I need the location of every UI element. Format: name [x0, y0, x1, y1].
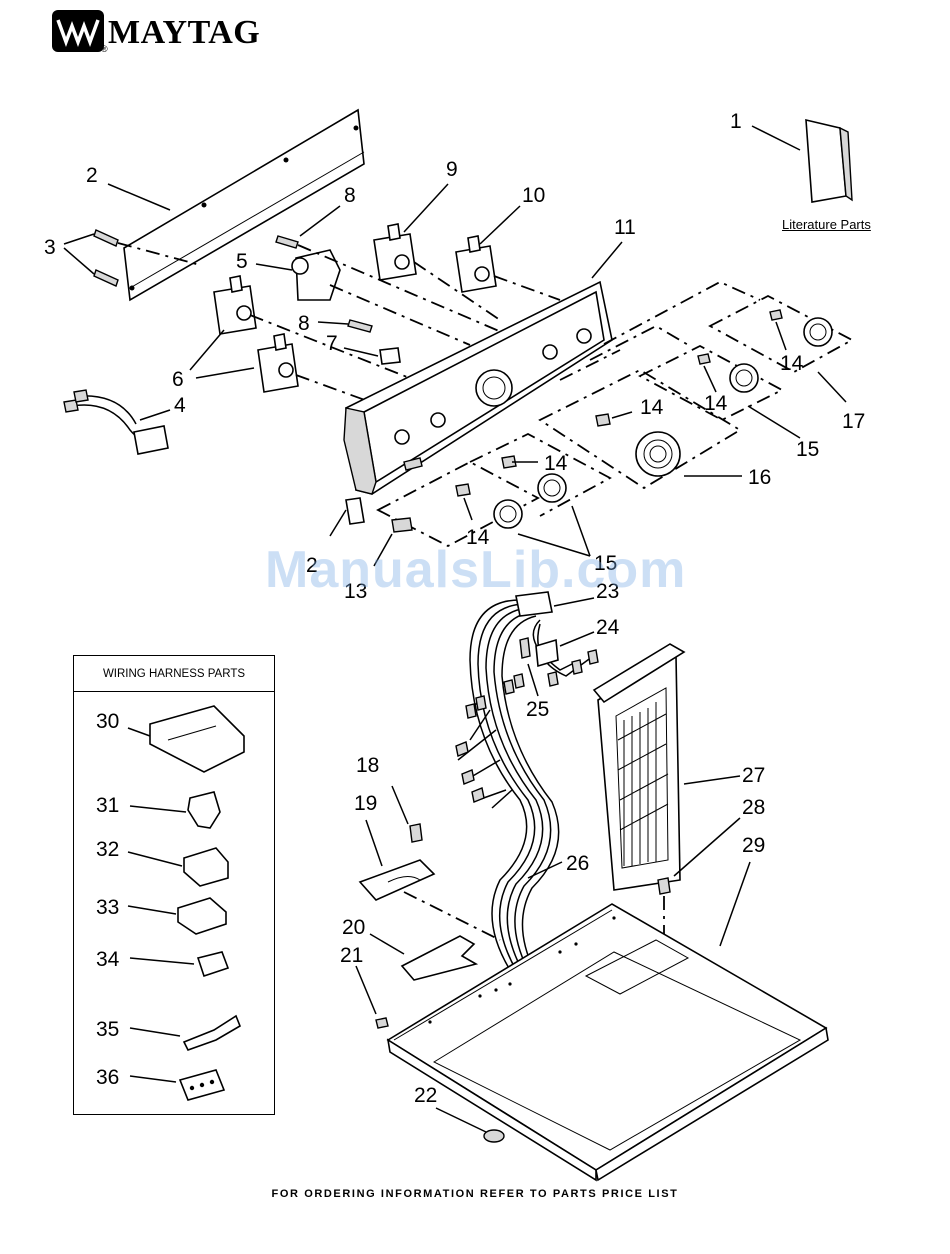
- callout-20: 20: [342, 916, 365, 939]
- part-32-connector: [128, 848, 228, 886]
- callout-8-bottom: 8: [298, 312, 310, 335]
- callout-18: 18: [356, 754, 379, 777]
- part-10-switch: [456, 206, 560, 300]
- callout-8-top: 8: [344, 184, 356, 207]
- callout-16: 16: [748, 466, 771, 489]
- callout-24: 24: [596, 616, 620, 639]
- callout-26: 26: [566, 852, 589, 875]
- callout-27: 27: [742, 764, 765, 787]
- part-35-terminal: [130, 1016, 240, 1050]
- callout-4: 4: [174, 394, 186, 417]
- knob-group-16: [540, 370, 742, 488]
- callout-1: 1: [730, 110, 742, 133]
- callout-6: 6: [172, 368, 184, 391]
- part-24-bracket: [536, 632, 594, 666]
- callout-10: 10: [522, 184, 545, 207]
- callout-31: 31: [96, 794, 119, 817]
- callout-28: 28: [742, 796, 765, 819]
- part-29-top-panel: [388, 862, 828, 1180]
- callout-17: 17: [842, 410, 865, 433]
- callout-9: 9: [446, 158, 458, 181]
- callout-14-b: 14: [704, 392, 728, 415]
- part-30-connector-housing: [128, 706, 244, 772]
- callout-15-right: 15: [796, 438, 819, 461]
- part-31-clip: [130, 792, 220, 828]
- callout-14-a: 14: [780, 352, 804, 375]
- ordering-info-footer: FOR ORDERING INFORMATION REFER TO PARTS …: [0, 1188, 950, 1200]
- callout-5: 5: [236, 250, 248, 273]
- part-34-plug: [130, 952, 228, 976]
- callout-19: 19: [354, 792, 377, 815]
- callout-36: 36: [96, 1066, 119, 1089]
- part-21-strip: [356, 966, 388, 1028]
- part-20-gasket: [370, 934, 476, 980]
- part-4-wire-plug: [64, 390, 170, 454]
- manualslib-watermark: ManualsLib.com: [265, 540, 686, 600]
- callout-35: 35: [96, 1018, 119, 1041]
- part-33-connector: [128, 898, 226, 934]
- callout-11: 11: [614, 216, 636, 239]
- part-36-housing: [130, 1070, 224, 1100]
- callout-32: 32: [96, 838, 119, 861]
- callout-14-d: 14: [544, 452, 568, 475]
- callout-7: 7: [326, 332, 338, 355]
- part-18-screw: [392, 786, 422, 842]
- part-27-lint-screen: [594, 644, 740, 890]
- part-1-literature: [752, 120, 852, 202]
- callout-22: 22: [414, 1084, 437, 1107]
- callout-21: 21: [340, 944, 363, 967]
- part-7-clip: [344, 348, 400, 364]
- callout-30: 30: [96, 710, 119, 733]
- callout-33: 33: [96, 896, 119, 919]
- callout-3: 3: [44, 236, 56, 259]
- callout-2: 2: [86, 164, 98, 187]
- callout-34: 34: [96, 948, 120, 971]
- part-12-clip: [330, 498, 364, 536]
- callout-25: 25: [526, 698, 549, 721]
- callout-14-c: 14: [640, 396, 664, 419]
- callout-29: 29: [742, 834, 765, 857]
- knob-group-17: [710, 296, 852, 402]
- part-19-bracket: [360, 820, 500, 940]
